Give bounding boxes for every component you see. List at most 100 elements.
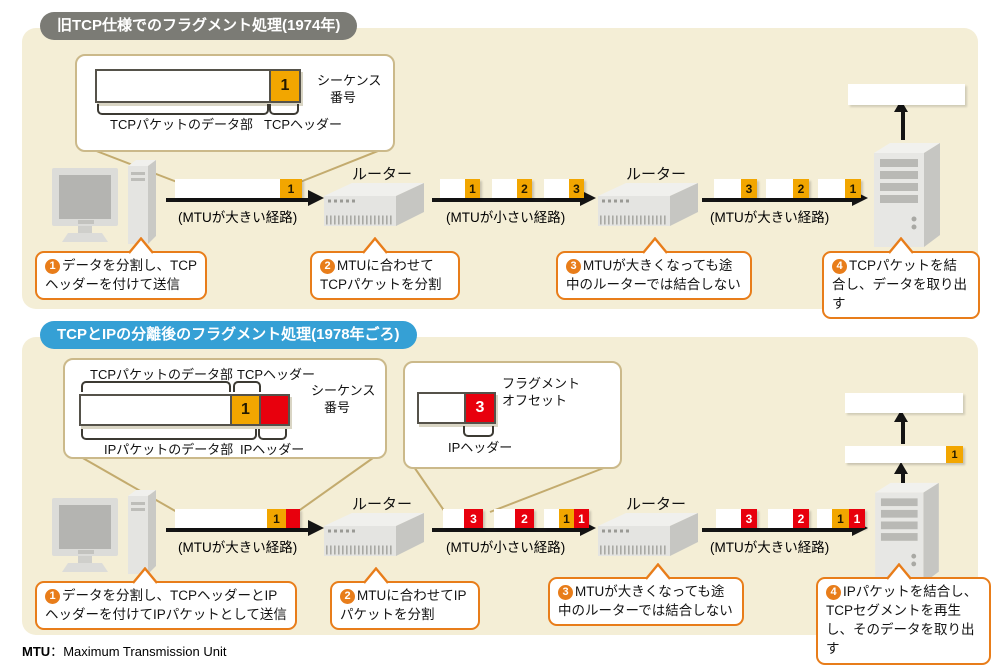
callout-pointer <box>128 237 154 254</box>
fragment-data-segment <box>419 394 464 422</box>
callout-number: 4 <box>832 259 847 274</box>
callout-number: 4 <box>826 585 841 600</box>
ip-header-bracket <box>258 429 287 440</box>
fragment-packet-bar: 3 <box>417 392 496 424</box>
callout-pointer <box>363 567 389 584</box>
packet-seq-segment: 1 <box>280 179 302 198</box>
packet: 2 <box>768 509 809 528</box>
footnote-separator: ： <box>50 644 64 659</box>
router-icon <box>598 513 698 556</box>
packet: 1 1 <box>544 509 589 528</box>
callout-number: 3 <box>558 585 573 600</box>
up-arrow <box>901 422 905 444</box>
packet: 1 <box>440 179 480 198</box>
ip-packet-bar: 1 <box>79 394 290 426</box>
server-icon <box>874 143 940 247</box>
up-arrowhead <box>894 410 908 422</box>
callout-number: 2 <box>320 259 335 274</box>
footnote: MTU：Maximum Transmission Unit <box>22 641 226 660</box>
packet-seq-segment: 3 <box>569 179 584 198</box>
router-label: ルーター <box>352 496 413 513</box>
callout-pointer <box>645 563 671 580</box>
extracted-data-bar <box>845 393 963 413</box>
callout-text: MTUに合わせてIPパケットを分割 <box>340 588 467 623</box>
route-label: (MTUが小さい経路) <box>446 540 566 555</box>
packet: 3 <box>714 179 757 198</box>
tcp-header-segment: 1 <box>269 71 299 101</box>
callout-pointer <box>642 237 668 254</box>
ip-header-bracket <box>463 426 494 437</box>
packet-data-segment <box>766 179 793 198</box>
ip-data-label: IPパケットのデータ部 <box>104 442 234 457</box>
packet-seq-segment: 1 <box>946 446 963 463</box>
packet-data-segment <box>544 179 569 198</box>
packet: 2 <box>492 179 532 198</box>
router-label: ルーター <box>626 166 687 183</box>
sequence-number-label: シーケンス 番号 <box>311 383 376 415</box>
route-label: (MTUが大きい経路) <box>710 540 830 555</box>
packet-seq-segment: 2 <box>793 179 809 198</box>
packet: 1 <box>818 179 861 198</box>
packet-data-segment <box>175 509 267 528</box>
callout-text: データを分割し、TCPヘッダーとIPヘッダーを付けてIPパケットとして送信 <box>45 588 287 623</box>
packet-ip-segment: 1 <box>574 509 589 528</box>
wire <box>432 528 580 532</box>
tcp-header-label: TCPヘッダー <box>237 367 316 382</box>
packet-data-segment <box>818 179 845 198</box>
packet-ip-segment <box>286 509 300 528</box>
packet: 3 <box>544 179 584 198</box>
callout-text: データを分割し、TCPヘッダーを付けて送信 <box>45 258 197 293</box>
wire-arrowhead <box>308 520 324 536</box>
wire <box>702 198 852 202</box>
packet-seq-segment: 3 <box>741 179 757 198</box>
footnote-definition: Maximum Transmission Unit <box>63 644 227 659</box>
packet-data-segment <box>494 509 515 528</box>
packet-data-segment <box>492 179 517 198</box>
router-icon <box>598 183 698 226</box>
router-icon <box>324 183 424 226</box>
packet-data-segment <box>443 509 464 528</box>
wire <box>166 528 308 532</box>
packet-ip-segment: 2 <box>793 509 809 528</box>
packet-data-segment <box>817 509 832 528</box>
packet-ip-segment: 2 <box>515 509 534 528</box>
packet-seq-segment: 1 <box>267 509 286 528</box>
callout-number: 3 <box>566 259 581 274</box>
panel1-title: 旧TCP仕様でのフラグメント処理(1974年) <box>40 12 358 40</box>
callout-pointer <box>362 237 388 254</box>
ip-header-segment <box>259 396 288 424</box>
packet: 1 1 <box>817 509 865 528</box>
footnote-term: MTU <box>22 644 51 659</box>
callout-number: 1 <box>45 589 60 604</box>
up-arrow <box>901 112 905 140</box>
tcp-data-segment <box>97 71 269 101</box>
server-icon <box>875 482 939 584</box>
tcp-data-label: TCPパケットのデータ部 <box>110 117 254 132</box>
wire <box>166 198 308 202</box>
callout-text: IPパケットを結合し、TCPセグメントを再生し、そのデータを取り出す <box>826 584 978 657</box>
sequence-number-label: シーケンス 番号 <box>317 73 382 105</box>
route-label: (MTUが大きい経路) <box>710 210 830 225</box>
ip-header-label: IPヘッダー <box>448 440 513 455</box>
packet: 3 <box>443 509 483 528</box>
wire-arrowhead <box>580 190 596 206</box>
callout-text: MTUが大きくなっても途中のルーターでは結合しない <box>558 584 733 619</box>
ip-header-label: IPヘッダー <box>240 442 305 457</box>
up-arrowhead <box>894 462 908 474</box>
fragment-offset-label: フラグメント オフセット <box>502 376 581 408</box>
reassembled-data-bar <box>848 84 965 105</box>
packet-seq-segment: 1 <box>465 179 480 198</box>
callout-number: 2 <box>340 589 355 604</box>
callout-text: TCPパケットを結合し、データを取り出す <box>832 258 967 312</box>
wire-arrowhead <box>308 190 324 206</box>
packet-data-segment <box>175 179 280 198</box>
reassembled-tcp-segment-bar: 1 <box>845 446 963 463</box>
packet-data-segment <box>845 446 946 463</box>
up-arrow <box>901 474 905 483</box>
